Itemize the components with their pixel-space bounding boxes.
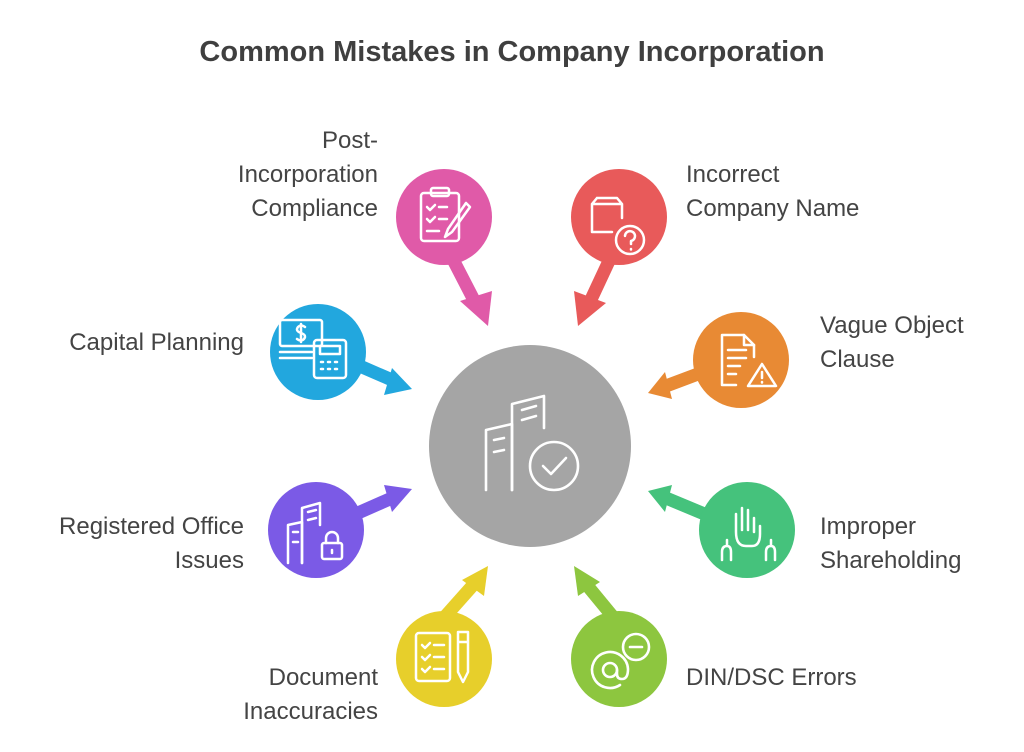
checklist-pen-icon [414, 630, 470, 684]
center-circle [429, 345, 631, 547]
circle-document-inaccuracies [396, 611, 492, 707]
label-improper-shareholding: Improper Shareholding [820, 513, 962, 574]
label-din-dsc: DIN/DSC Errors [686, 664, 857, 691]
diagram-title: Common Mistakes in Company Incorporation [199, 36, 825, 68]
raised-hands-icon [720, 506, 777, 562]
circle-post-incorporation [396, 169, 492, 265]
label-document-inaccuracies: Document Inaccuracies [243, 664, 378, 725]
arrow-din-dsc [574, 566, 620, 623]
label-capital-planning: Capital Planning [69, 329, 244, 356]
cash-calculator-icon [278, 318, 348, 380]
at-minus-icon [590, 632, 651, 690]
label-post-incorporation: Post- Incorporation Compliance [237, 127, 378, 222]
circle-capital-planning [270, 304, 366, 400]
circle-vague-object [693, 312, 789, 408]
circle-incorrect-name [571, 169, 667, 265]
building-check-icon [484, 394, 580, 492]
label-registered-office: Registered Office Issues [59, 513, 244, 574]
buildings-lock-icon [286, 501, 344, 565]
document-warning-icon [720, 333, 778, 388]
circle-din-dsc [571, 611, 667, 707]
label-vague-object: Vague Object Clause [820, 312, 964, 373]
box-question-icon [590, 196, 646, 256]
label-incorrect-name: Incorrect Company Name [686, 161, 860, 222]
clipboard-pencil-icon [419, 186, 472, 243]
circle-registered-office [268, 482, 364, 578]
